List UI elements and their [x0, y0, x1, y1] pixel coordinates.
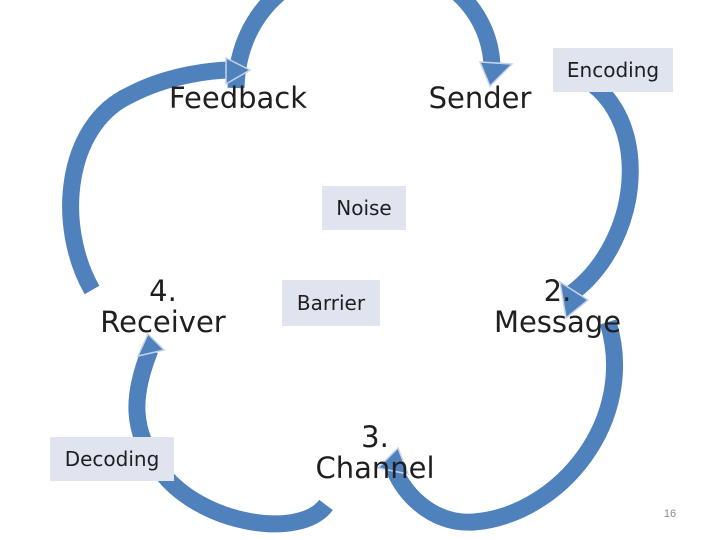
arrow-feedback-to-sender	[227, 0, 501, 89]
arrow-receiver-to-feedback	[62, 61, 233, 295]
node-channel: 3. Channel	[290, 420, 460, 486]
decoding-label: Decoding	[50, 437, 174, 481]
node-sender: 1. Sender	[400, 52, 560, 115]
arrowhead-message	[558, 280, 590, 320]
node-name-message: Message	[493, 305, 622, 340]
arrowhead-receiver	[136, 332, 166, 358]
encoding-label: Encoding	[553, 48, 673, 92]
noise-label: Noise	[322, 186, 406, 230]
arrowhead-sender	[478, 61, 514, 88]
node-name-feedback: Feedback	[168, 81, 308, 116]
node-message: 2. Message	[470, 274, 645, 340]
arrowhead-channel	[376, 446, 410, 476]
barrier-label: Barrier	[282, 280, 380, 326]
node-number-channel: 3.	[361, 420, 389, 454]
arrow-message-to-channel	[383, 319, 623, 531]
arrowhead-feedback	[225, 56, 252, 86]
node-number-receiver: 4.	[149, 274, 177, 308]
node-feedback: 5. Feedback	[148, 52, 328, 115]
arrow-sender-to-message	[562, 61, 639, 303]
node-number-message: 2.	[543, 274, 572, 308]
node-name-receiver: Receiver	[100, 305, 226, 340]
node-name-channel: Channel	[315, 451, 435, 486]
page-number: 16	[663, 508, 677, 520]
node-receiver: 4. Receiver	[78, 274, 248, 340]
node-name-sender: Sender	[428, 81, 532, 116]
